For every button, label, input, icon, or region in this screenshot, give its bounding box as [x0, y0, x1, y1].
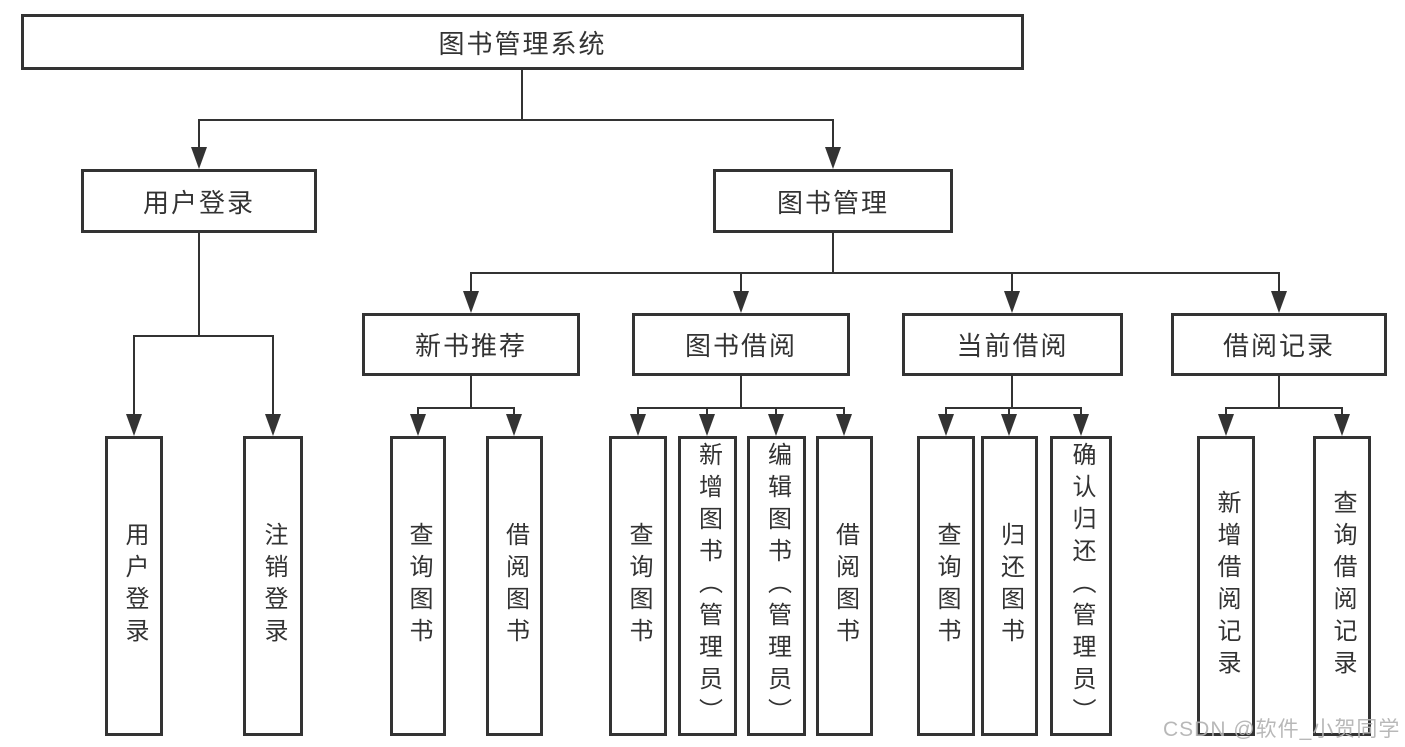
- node-book-management: 图书管理: [713, 169, 953, 233]
- leaf-add-borrow-record: 新增借阅记录: [1197, 436, 1255, 736]
- node-current-borrow-label: 当前借阅: [956, 331, 1069, 361]
- connector-line: [1278, 376, 1280, 409]
- leaf-current-query-books-label: 查询图书: [933, 522, 960, 650]
- node-new-book-recommend: 新书推荐: [362, 313, 580, 376]
- arrowhead-down-icon: [1218, 414, 1234, 436]
- connector-line: [521, 70, 523, 120]
- leaf-logout-label: 注销登录: [260, 522, 287, 650]
- leaf-recommend-query-books: 查询图书: [390, 436, 446, 736]
- connector-line: [775, 407, 777, 416]
- leaf-recommend-query-books-label: 查询图书: [405, 522, 432, 650]
- leaf-user-login: 用户登录: [105, 436, 163, 736]
- leaf-current-query-books: 查询图书: [917, 436, 975, 736]
- connector-line: [1225, 407, 1343, 409]
- node-book-borrow: 图书借阅: [632, 313, 850, 376]
- leaf-add-books-admin-label: 新增图书（管理员）: [694, 442, 722, 730]
- leaf-borrow-query-books: 查询图书: [609, 436, 667, 736]
- leaf-edit-books-admin: 编辑图书（管理员）: [747, 436, 806, 736]
- leaf-recommend-borrow-books-label: 借阅图书: [501, 522, 529, 650]
- arrowhead-down-icon: [733, 291, 749, 313]
- node-library-system: 图书管理系统: [21, 14, 1024, 70]
- connector-line: [1011, 376, 1013, 409]
- connector-line: [945, 407, 947, 416]
- connector-line: [740, 376, 742, 409]
- leaf-borrow-query-books-label: 查询图书: [625, 522, 652, 650]
- arrowhead-down-icon: [768, 414, 784, 436]
- leaf-return-books-label: 归还图书: [996, 522, 1024, 650]
- arrowhead-down-icon: [836, 414, 852, 436]
- node-new-book-recommend-label: 新书推荐: [414, 331, 527, 361]
- node-book-borrow-label: 图书借阅: [684, 331, 797, 361]
- connector-line: [470, 272, 1280, 274]
- leaf-borrow-borrow-books-label: 借阅图书: [831, 522, 859, 650]
- connector-line: [1080, 407, 1082, 416]
- connector-line: [706, 407, 708, 416]
- connector-line: [637, 407, 845, 409]
- leaf-confirm-return-admin: 确认归还（管理员）: [1050, 436, 1112, 736]
- leaf-borrow-borrow-books: 借阅图书: [816, 436, 873, 736]
- connector-line: [1341, 407, 1343, 416]
- connector-line: [133, 335, 274, 337]
- connector-line: [740, 272, 742, 294]
- arrowhead-down-icon: [506, 414, 522, 436]
- node-user-login-label: 用户登录: [142, 187, 255, 218]
- connector-line: [470, 272, 472, 294]
- leaf-query-borrow-record-label: 查询借阅记录: [1329, 490, 1356, 682]
- connector-line: [133, 335, 135, 416]
- connector-line: [1225, 407, 1227, 416]
- leaf-recommend-borrow-books: 借阅图书: [486, 436, 543, 736]
- connector-line: [417, 407, 515, 409]
- connector-line: [1278, 272, 1280, 294]
- arrowhead-down-icon: [191, 147, 207, 169]
- arrowhead-down-icon: [825, 147, 841, 169]
- connector-line: [417, 407, 419, 416]
- leaf-add-borrow-record-label: 新增借阅记录: [1213, 490, 1240, 682]
- arrowhead-down-icon: [126, 414, 142, 436]
- node-borrow-records-label: 借阅记录: [1222, 331, 1335, 361]
- node-library-system-label: 图书管理系统: [438, 28, 607, 59]
- arrowhead-down-icon: [265, 414, 281, 436]
- leaf-return-books: 归还图书: [981, 436, 1038, 736]
- arrowhead-down-icon: [699, 414, 715, 436]
- leaf-logout: 注销登录: [243, 436, 303, 736]
- connector-line: [198, 119, 834, 121]
- connector-line: [198, 119, 200, 149]
- connector-line: [198, 233, 200, 336]
- connector-line: [843, 407, 845, 416]
- leaf-user-login-label: 用户登录: [121, 522, 148, 650]
- node-borrow-records: 借阅记录: [1171, 313, 1387, 376]
- node-user-login: 用户登录: [81, 169, 317, 233]
- connector-line: [513, 407, 515, 416]
- connector-line: [470, 376, 472, 409]
- connector-line: [1011, 272, 1013, 294]
- connector-line: [272, 335, 274, 416]
- connector-line: [637, 407, 639, 416]
- csdn-watermark: CSDN @软件_小贺同学: [1163, 718, 1401, 741]
- node-current-borrow: 当前借阅: [902, 313, 1123, 376]
- connector-line: [1008, 407, 1010, 416]
- arrowhead-down-icon: [1271, 291, 1287, 313]
- connector-line: [945, 407, 1082, 409]
- arrowhead-down-icon: [1001, 414, 1017, 436]
- arrowhead-down-icon: [1073, 414, 1089, 436]
- connector-line: [832, 119, 834, 149]
- connector-line: [832, 233, 834, 274]
- arrowhead-down-icon: [463, 291, 479, 313]
- arrowhead-down-icon: [630, 414, 646, 436]
- arrowhead-down-icon: [1004, 291, 1020, 313]
- arrowhead-down-icon: [938, 414, 954, 436]
- leaf-add-books-admin: 新增图书（管理员）: [678, 436, 737, 736]
- node-book-management-label: 图书管理: [776, 187, 889, 218]
- arrowhead-down-icon: [410, 414, 426, 436]
- arrowhead-down-icon: [1334, 414, 1350, 436]
- leaf-confirm-return-admin-label: 确认归还（管理员）: [1068, 442, 1095, 730]
- leaf-query-borrow-record: 查询借阅记录: [1313, 436, 1371, 736]
- leaf-edit-books-admin-label: 编辑图书（管理员）: [763, 442, 791, 730]
